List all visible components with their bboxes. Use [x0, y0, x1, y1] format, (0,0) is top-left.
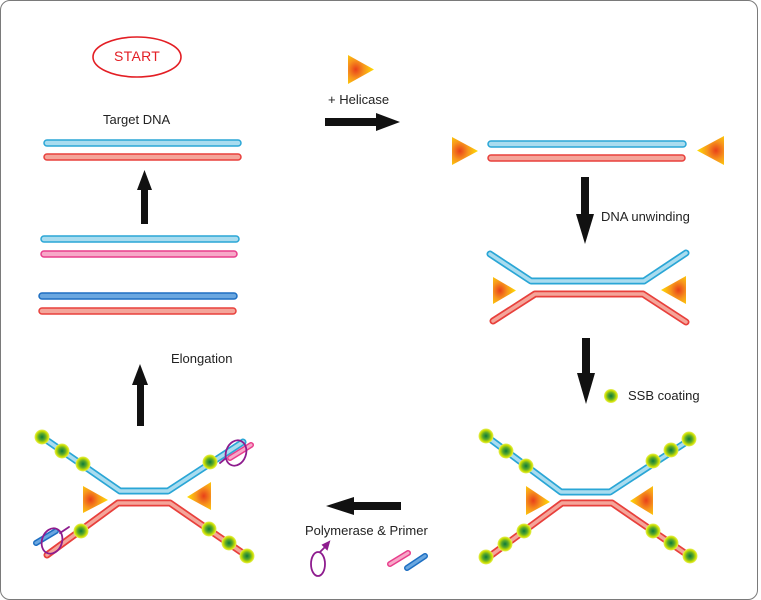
- hda-diagram: [33, 36, 724, 577]
- daughter-duplex-1: [40, 235, 240, 258]
- arrow-up-elongation: [132, 364, 148, 426]
- arrow-right-helicase: [325, 113, 400, 131]
- start-node: [92, 36, 182, 78]
- target-dna-label: Target DNA: [103, 112, 171, 127]
- unwinding-label: DNA unwinding: [601, 209, 690, 224]
- target-dna: [43, 139, 242, 161]
- helicase-icon: [348, 55, 374, 84]
- helicase-label: + Helicase: [328, 92, 390, 107]
- helicase-bound-duplex: [452, 136, 724, 165]
- daughter-duplex-2: [38, 292, 238, 315]
- unwound-fork: [486, 249, 690, 326]
- arrow-down-ssb: [577, 338, 595, 404]
- start-label: START: [114, 48, 161, 64]
- arrow-up-top: [137, 170, 152, 224]
- elongating-fork: [33, 429, 255, 564]
- polymerase-icon: [310, 540, 331, 577]
- polymerase-primer-label: Polymerase & Primer: [305, 523, 428, 538]
- polymerase-top: [219, 439, 248, 467]
- ssb-icon: [604, 389, 618, 403]
- arrow-down-unwinding: [576, 177, 594, 244]
- ssb-label: SSB coating: [628, 388, 700, 403]
- primer-icon: [387, 550, 428, 571]
- elongation-label: Elongation: [171, 351, 233, 366]
- arrow-left-polymerase: [326, 497, 401, 515]
- ssb-coated-fork: [478, 428, 698, 565]
- polymerase-bottom: [40, 526, 70, 555]
